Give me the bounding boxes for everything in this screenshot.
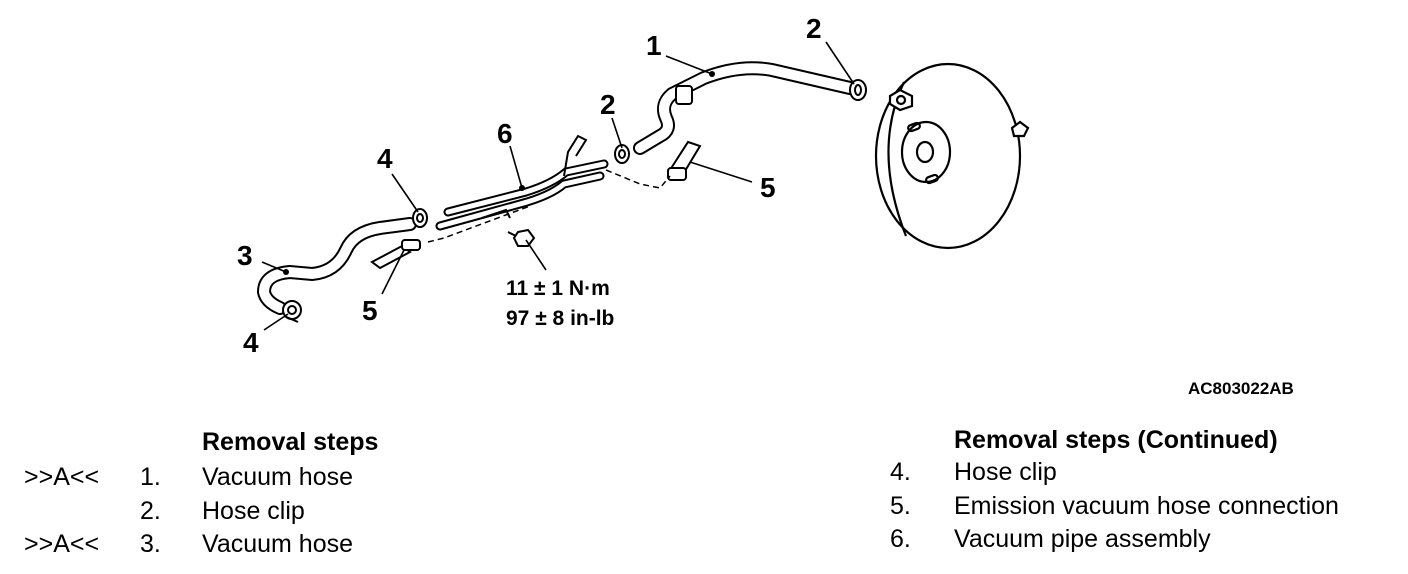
emission-hose-5-left (370, 239, 421, 270)
mounting-bolt (507, 228, 536, 247)
vacuum-pipe-assembly-6 (435, 134, 609, 231)
callout-5-left: 5 (362, 295, 378, 326)
callout-2-middle: 2 (600, 89, 616, 120)
callout-4-upper: 4 (377, 143, 393, 174)
callout-1: 1 (646, 30, 662, 61)
step-number: 4. (890, 458, 911, 486)
removal-steps-continued-heading: Removal steps (Continued) (954, 426, 1278, 454)
step-name: Hose clip (954, 458, 1057, 486)
step-row: >>A<< 3. Vacuum hose (0, 528, 560, 562)
callout-3: 3 (237, 240, 253, 271)
step-row: 2. Hose clip (0, 495, 560, 529)
torque-inlb: 97 ± 8 in-lb (506, 307, 614, 330)
step-name: Vacuum hose (202, 530, 354, 558)
step-row: 4. Hose clip (880, 456, 1400, 490)
step-row: 5. Emission vacuum hose connection (880, 490, 1400, 524)
step-number: 1. (140, 463, 161, 491)
leader-dots (283, 71, 715, 275)
step-row: >>A<< 1. Vacuum hose (0, 461, 560, 495)
step-number: 6. (890, 525, 911, 553)
callout-labels: 1 2 2 3 4 4 5 5 6 (237, 13, 822, 358)
service-point-mark: >>A<< (24, 530, 100, 558)
brake-booster (874, 62, 1030, 250)
callout-6: 6 (497, 118, 513, 149)
emission-hose-5-right (667, 140, 702, 181)
vacuum-hose-1 (633, 61, 857, 155)
torque-nm: 11 ± 1 N·m (506, 277, 610, 300)
hose-clip-4-upper (412, 208, 428, 228)
step-name: Emission vacuum hose connection (954, 491, 1339, 520)
callout-5-right: 5 (760, 172, 776, 203)
step-row: 6. Vacuum pipe assembly (880, 523, 1400, 557)
connection-lines (427, 169, 671, 243)
leader-lines (261, 41, 855, 331)
figure-code: AC803022AB (1188, 379, 1294, 398)
step-name: Vacuum hose (202, 463, 354, 491)
service-point-mark: >>A<< (24, 463, 100, 491)
callout-2-upper: 2 (806, 13, 822, 44)
hose-clip-4-lower (282, 300, 302, 323)
hose-clip-2-middle (614, 144, 630, 164)
step-name: Hose clip (202, 496, 305, 525)
step-number: 2. (140, 496, 161, 525)
step-name: Vacuum pipe assembly (954, 525, 1211, 553)
step-number: 5. (890, 491, 911, 520)
removal-steps-heading: Removal steps (202, 428, 379, 456)
callout-4-lower: 4 (243, 327, 259, 358)
vacuum-hose-diagram: 1 2 2 3 4 4 5 5 6 11 ± 1 N·m 97 ± 8 in-l… (237, 13, 1294, 398)
step-number: 3. (140, 530, 161, 558)
hose-clip-2-upper (849, 79, 867, 101)
vacuum-hose-3 (256, 217, 417, 315)
